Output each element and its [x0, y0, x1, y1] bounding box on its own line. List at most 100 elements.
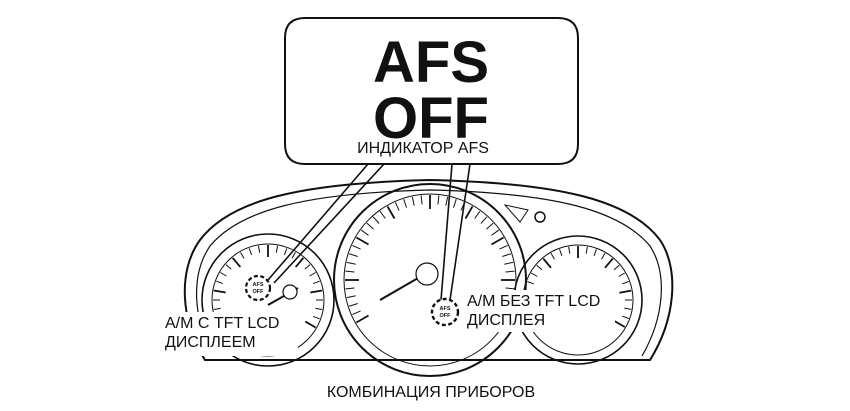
afs-off-indicator-icon: AFS OFF	[244, 274, 272, 302]
pointer-left-b	[273, 163, 385, 284]
gauge-tick	[304, 320, 317, 329]
gauge-tick	[499, 244, 508, 250]
gauge-tick	[504, 261, 514, 265]
svg-text:AFS: AFS	[440, 306, 451, 312]
gauge-tick	[216, 280, 224, 285]
gauge-tick	[220, 272, 227, 277]
gauge-tick	[346, 295, 356, 299]
center-gauge	[333, 183, 527, 377]
label-without-tft-line1: А/М БЕЗ TFT LCD	[467, 293, 600, 310]
gauge-tick	[275, 245, 279, 253]
gauge-tick	[621, 281, 629, 285]
gauge-tick	[453, 199, 457, 208]
gauge-tick	[310, 289, 323, 294]
gauge-tick	[502, 253, 511, 257]
gauge-tick	[257, 245, 261, 253]
gauge-tick	[355, 236, 369, 246]
gauge-tick	[372, 216, 380, 224]
gauge-tick	[304, 264, 311, 270]
pointer-center-b	[449, 163, 471, 301]
gauge-tick	[559, 249, 563, 257]
warning-lamp-icon	[534, 211, 546, 223]
gauge-tick	[420, 195, 423, 205]
pointer-left-a	[267, 163, 369, 281]
gauge-tick	[352, 310, 361, 316]
gauge-tick	[248, 248, 253, 256]
gauge-tick	[604, 258, 614, 269]
gauge-tick	[585, 246, 588, 254]
callout-caption: ИНДИКАТОР AFS	[357, 140, 489, 157]
gauge-tick	[349, 253, 358, 257]
cluster-housing	[183, 178, 674, 361]
gauge-tick	[345, 287, 355, 290]
gauge-tick	[593, 249, 597, 257]
svg-text:OFF: OFF	[253, 289, 265, 295]
gauge-tick	[618, 272, 626, 277]
gauge-tick	[542, 258, 552, 269]
gauge-tick	[403, 199, 407, 208]
cluster-bezel-inner	[196, 189, 662, 357]
gauge-tick	[464, 205, 474, 219]
gauge-tick	[213, 307, 221, 311]
right-gauge	[513, 211, 643, 365]
label-right-bg	[465, 290, 615, 332]
gauge-tick	[294, 257, 305, 268]
label-with-tft-line2: ДИСПЛЕЕМ	[165, 334, 256, 351]
gauge-tick	[312, 315, 320, 320]
gauge-tick	[349, 303, 358, 307]
callout-bubble	[284, 17, 579, 165]
gauge-tick	[283, 248, 288, 256]
gauge-tick	[386, 205, 396, 219]
gauge-tick	[505, 287, 515, 290]
label-with-tft-line1: А/М С TFT LCD	[165, 315, 279, 332]
gauge-tick	[480, 216, 488, 224]
label-without-tft-line2: ДИСПЛЕЯ	[467, 312, 545, 329]
callout-afs-text: AFS	[373, 30, 489, 95]
svg-text:AFS: AFS	[253, 282, 264, 288]
gauge-tick	[355, 314, 369, 324]
gauge-tick	[486, 222, 494, 230]
gauge-tick	[601, 252, 606, 260]
left-gauge-ticks	[213, 245, 323, 329]
gauge-tick	[240, 252, 245, 259]
gauge-tick	[491, 229, 500, 236]
gauge-tick	[619, 289, 632, 294]
gauge-tick	[379, 210, 386, 219]
gauge-tick	[291, 252, 296, 259]
gauge-tick	[231, 257, 242, 268]
gauge-tick	[568, 246, 571, 254]
gauge-tick	[394, 202, 400, 211]
gauge-tick	[315, 307, 323, 311]
gauge-tick	[621, 315, 629, 319]
callout-off-text: OFF	[373, 86, 489, 151]
svg-text:OFF: OFF	[440, 313, 452, 319]
gauge-tick	[613, 264, 620, 271]
pointer-center-a	[440, 163, 453, 301]
gauge-tick	[445, 196, 449, 206]
gauge-tick	[366, 222, 374, 230]
gauge-tick	[411, 196, 415, 206]
cluster-caption: КОМБИНАЦИЯ ПРИБОРОВ	[327, 384, 535, 401]
gauge-tick	[624, 307, 632, 310]
cluster-top-wedge	[503, 204, 529, 223]
gauge-tick	[225, 264, 232, 270]
gauge-tick	[536, 264, 543, 271]
gauge-tick	[527, 281, 535, 285]
gauge-tick	[345, 270, 355, 273]
gauge-tick	[352, 244, 361, 250]
gauge-tick	[309, 272, 316, 277]
gauge-tick	[550, 252, 555, 260]
gauge-tick	[213, 289, 226, 294]
label-left-bg	[163, 312, 298, 356]
gauge-tick	[613, 320, 626, 328]
gauge-tick	[312, 280, 320, 285]
gauge-tick	[360, 229, 369, 236]
gauge-tick	[474, 210, 481, 219]
gauge-tick	[491, 236, 505, 246]
gauge-tick	[530, 272, 538, 277]
gauge-tick	[346, 261, 356, 265]
gauge-tick	[437, 195, 440, 205]
gauge-tick	[505, 270, 515, 273]
afs-off-indicator-icon: AFS OFF	[430, 297, 460, 327]
